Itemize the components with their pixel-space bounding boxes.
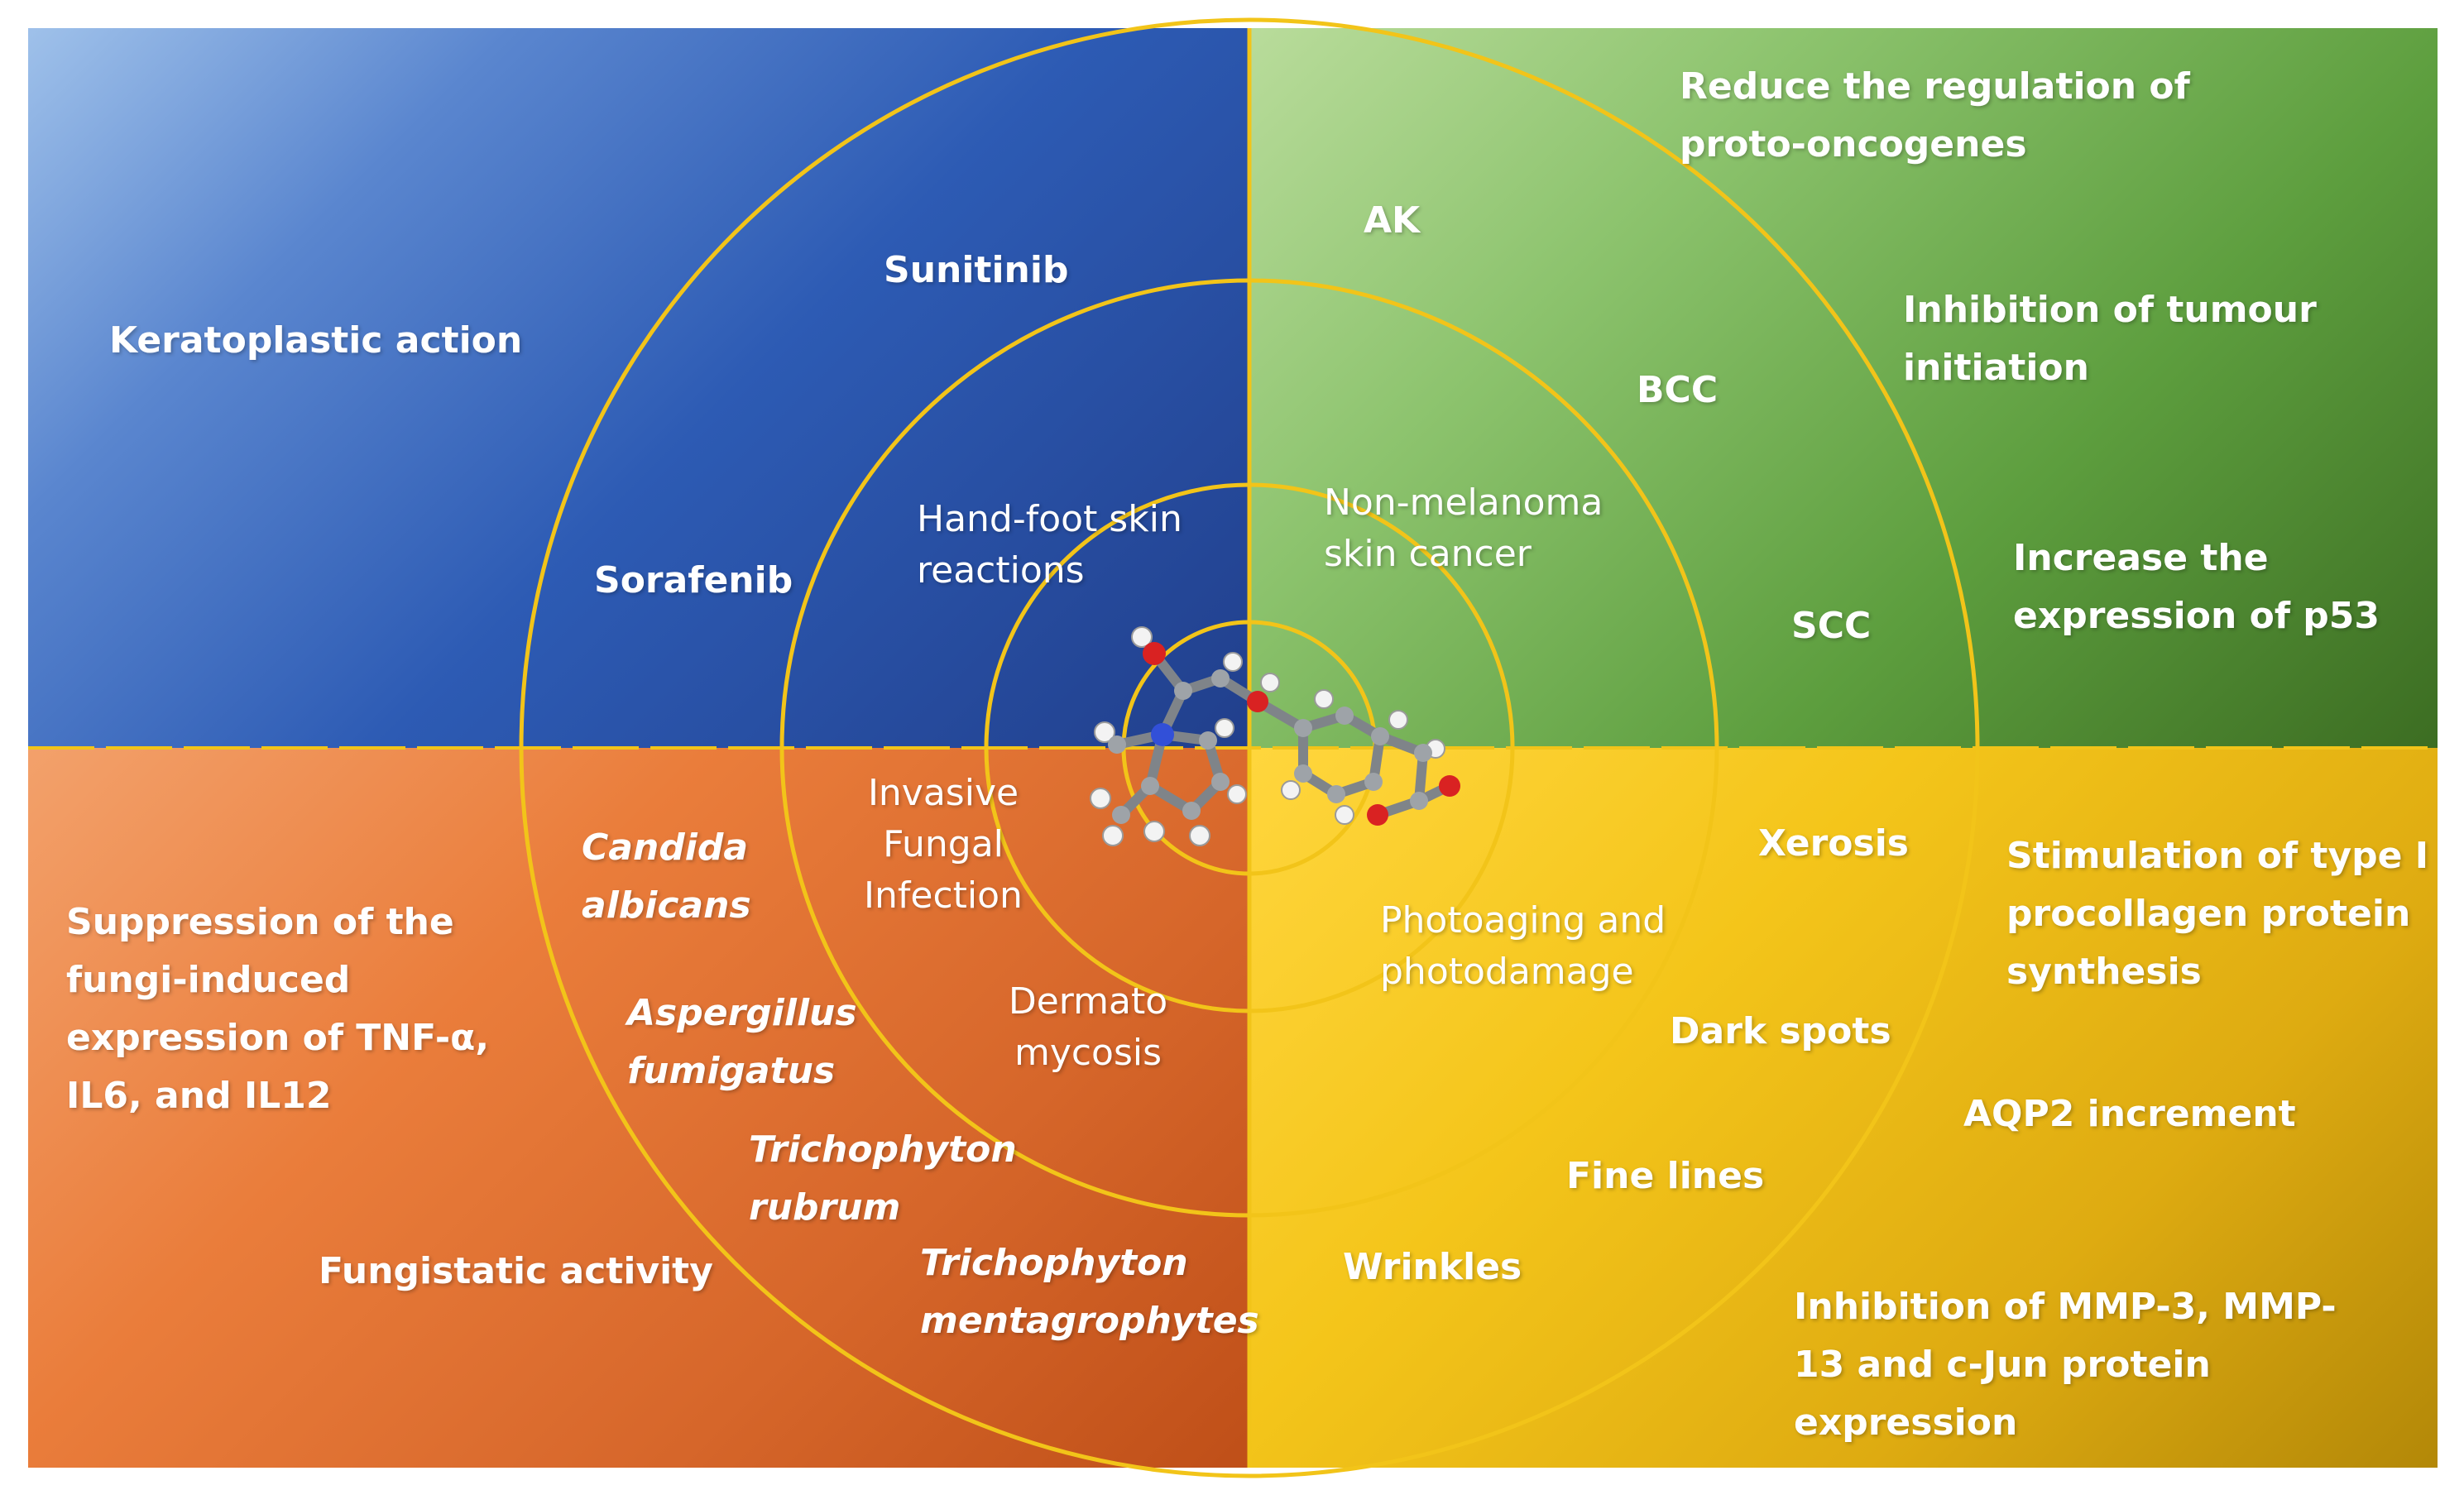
- label-fine-lines: Fine lines: [1566, 1155, 1765, 1197]
- label-bcc: BCC: [1637, 369, 1719, 411]
- label-fungistatic-activity: Fungistatic activity: [319, 1250, 713, 1292]
- label-photoaging-photodamage: Photoaging and photodamage: [1380, 899, 1666, 993]
- label-action-procollagen: Stimulation of type I procollagen protei…: [2006, 835, 2429, 993]
- label-keratoplastic-action: Keratoplastic action: [109, 319, 523, 362]
- label-aspergillus-fumigatus: Aspergillus fumigatus: [627, 992, 857, 1092]
- label-non-melanoma-skin-cancer: Non-melanoma skin cancer: [1324, 481, 1604, 575]
- label-action-mmp-inhibition: Inhibition of MMP-3, MMP- 13 and c-Jun p…: [1794, 1286, 2337, 1444]
- label-dark-spots: Dark spots: [1670, 1010, 1891, 1052]
- label-sunitinib: Sunitinib: [884, 249, 1069, 291]
- label-action-proto-oncogenes: Reduce the regulation of proto-oncogenes: [1680, 65, 2190, 165]
- label-trichophyton-mentagrophytes: Trichophyton mentagrophytes: [920, 1242, 1259, 1342]
- label-action-tumour-initiation: Inhibition of tumour initiation: [1903, 289, 2317, 389]
- quadrant-keratoplastic: [28, 28, 1249, 748]
- label-candida-albicans: Candida albicans: [582, 826, 751, 927]
- label-ak: AK: [1364, 199, 1421, 242]
- label-action-p53: Increase the expression of p53: [2013, 537, 2380, 637]
- label-action-cytokine-suppression: Suppression of the fungi-induced express…: [66, 901, 490, 1117]
- label-hand-foot-skin-reactions: Hand-foot skin reactions: [917, 498, 1182, 592]
- label-dermatomycosis: Dermato mycosis: [1008, 980, 1168, 1074]
- label-sorafenib: Sorafenib: [594, 559, 793, 601]
- label-trichophyton-rubrum: Trichophyton rubrum: [749, 1128, 1017, 1229]
- label-aqp2-increment: AQP2 increment: [1963, 1093, 2296, 1135]
- label-scc: SCC: [1791, 605, 1872, 647]
- label-xerosis: Xerosis: [1758, 822, 1909, 865]
- label-wrinkles: Wrinkles: [1343, 1246, 1522, 1288]
- label-invasive-fungal-infection: Invasive Fungal Infection: [864, 772, 1023, 917]
